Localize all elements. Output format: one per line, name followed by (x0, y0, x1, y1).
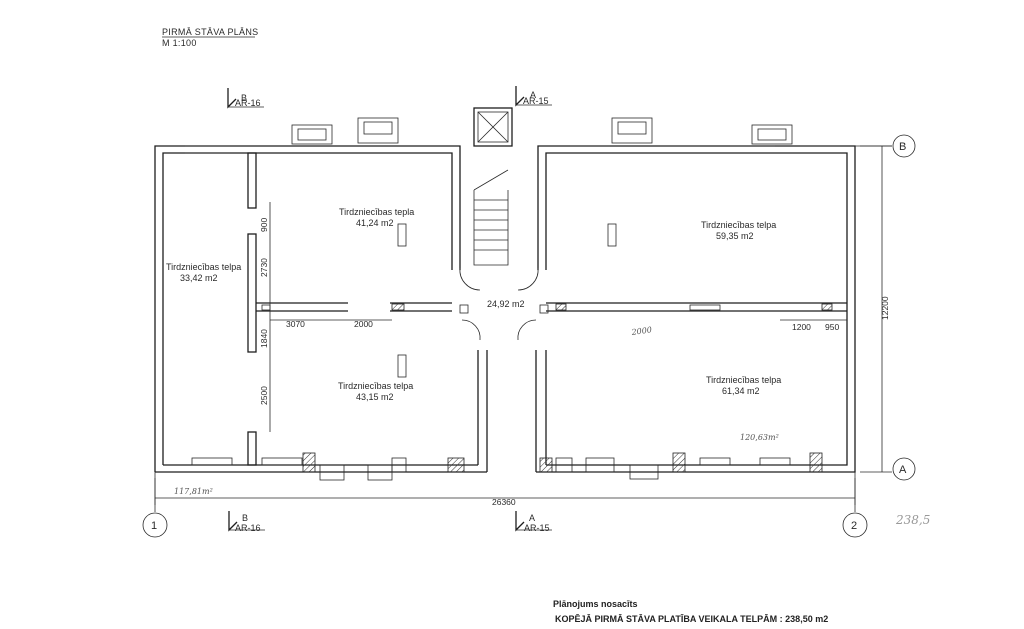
dimension-chain-right: 1200 950 (780, 319, 847, 332)
overall-width-dimension: 26360 (154, 478, 856, 507)
room-name: Tirdzniecības telpa (338, 381, 413, 391)
left-wing-walls (154, 145, 488, 481)
dimension-chain-vertical: 900 2730 1840 2500 (259, 202, 271, 432)
svg-text:B: B (899, 141, 906, 153)
room-area: 61,34 m2 (722, 386, 760, 396)
section-ref: AR-16 (235, 523, 261, 533)
room-name: Tirdzniecības telpa (706, 375, 781, 385)
svg-text:2000: 2000 (354, 319, 373, 329)
right-wing-walls (535, 145, 856, 480)
room-area: 59,35 m2 (716, 231, 754, 241)
svg-text:A: A (899, 464, 907, 476)
plan-title: PIRMĀ STĀVA PLĀNS (162, 27, 258, 37)
section-letter: A (530, 90, 536, 100)
staircase (459, 169, 549, 341)
section-marker-a-top: A AR-15 (515, 86, 552, 107)
room-label-1: Tirdzniecības telpa 33,42 m2 (166, 262, 241, 283)
handwritten-note: 238,5 (895, 513, 930, 527)
svg-text:3070: 3070 (286, 319, 305, 329)
handwritten-note: 2000 (630, 325, 652, 337)
axis-bubble-a: A (892, 457, 916, 481)
section-marker-b-bottom: B AR-16 (228, 511, 265, 533)
axis-bubble-b: B (855, 134, 916, 158)
svg-text:900: 900 (259, 218, 269, 232)
light-fixtures (397, 223, 617, 378)
handwritten-note: 120,63m² (740, 433, 779, 442)
axis-bubble-1: 1 (142, 472, 168, 538)
approval-note: Plānojums nosacīts (553, 599, 638, 609)
dimension-chain-horizontal: 3070 2000 (270, 319, 392, 329)
section-letter: A (529, 513, 535, 523)
svg-text:12200: 12200 (880, 296, 890, 320)
section-marker-a-bottom: A AR-15 (515, 511, 552, 533)
section-ref: AR-15 (523, 96, 549, 106)
room-label-5: Tirdzniecības telpa 61,34 m2 (706, 375, 781, 396)
hall-area-label: 24,92 m2 (487, 299, 525, 309)
axis-bubble-2: 2 (842, 472, 868, 538)
svg-text:1: 1 (151, 520, 157, 532)
svg-text:2: 2 (851, 520, 857, 532)
room-name: Tirdzniecības telpa (701, 220, 776, 230)
room-label-3: Tirdzniecības telpa 43,15 m2 (338, 381, 413, 402)
room-label-4: Tirdzniecības telpa 59,35 m2 (701, 220, 776, 241)
ventilation-shaft (473, 107, 513, 147)
section-letter: B (242, 513, 248, 523)
plan-scale: M 1:100 (162, 38, 197, 48)
section-ref: AR-15 (524, 523, 550, 533)
section-ref: AR-16 (235, 98, 261, 108)
svg-text:950: 950 (825, 322, 839, 332)
room-name: Tirdzniecības tepla (339, 207, 414, 217)
room-name: Tirdzniecības telpa (166, 262, 241, 272)
svg-text:1840: 1840 (259, 329, 269, 348)
room-area: 43,15 m2 (356, 392, 394, 402)
room-label-2: Tirdzniecības tepla 41,24 m2 (339, 207, 414, 228)
overall-depth-dimension: 12200 (860, 145, 892, 473)
svg-text:26360: 26360 (492, 497, 516, 507)
total-area-note: KOPĒJĀ PIRMĀ STĀVA PLATĪBA VEIKALA TELPĀ… (555, 614, 828, 624)
room-area: 33,42 m2 (180, 273, 218, 283)
handwritten-note: 117,81m² (174, 487, 213, 496)
section-marker-b-top: B AR-16 (227, 88, 264, 109)
svg-text:2730: 2730 (259, 258, 269, 277)
svg-text:1200: 1200 (792, 322, 811, 332)
top-window-bays (291, 117, 793, 145)
section-letter: B (241, 93, 247, 103)
room-area: 41,24 m2 (356, 218, 394, 228)
svg-text:2500: 2500 (259, 386, 269, 405)
